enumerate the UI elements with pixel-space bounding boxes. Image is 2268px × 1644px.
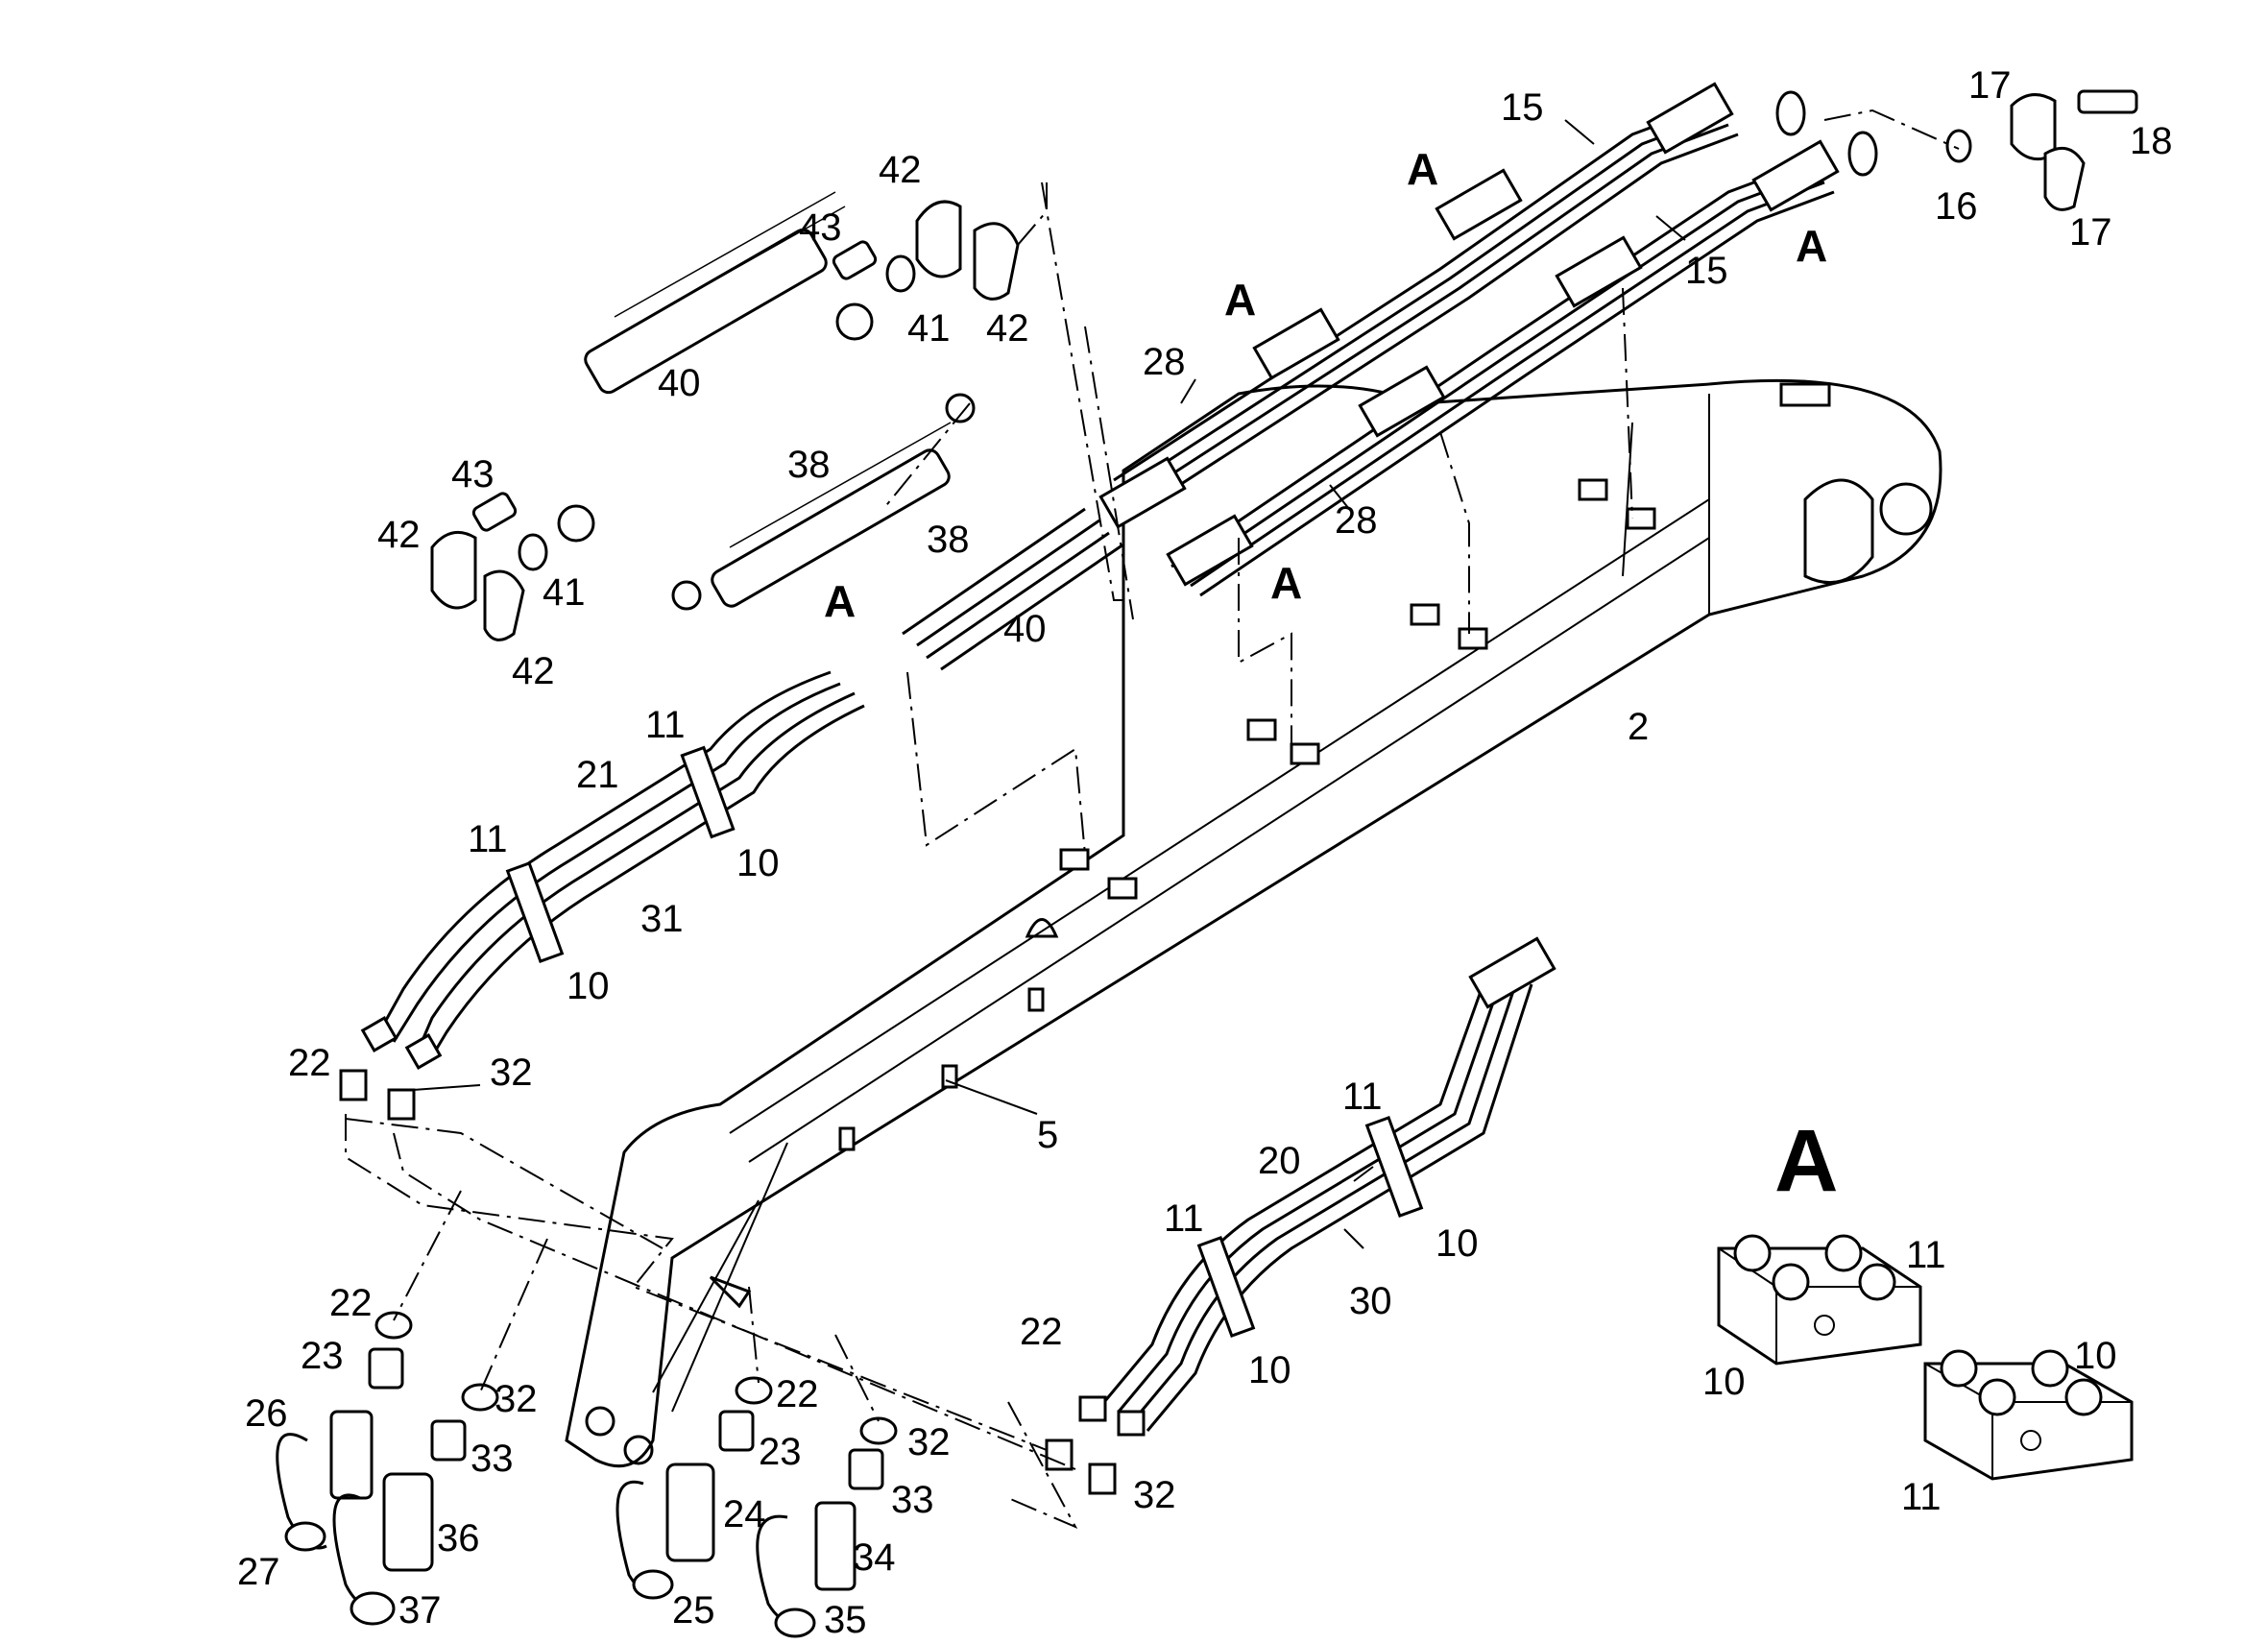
callout-41: 41 <box>543 571 586 614</box>
callout-42: 42 <box>879 149 922 191</box>
callout-17: 17 <box>1968 64 2012 107</box>
callout-41: 41 <box>907 307 951 350</box>
callout-32: 32 <box>907 1421 951 1463</box>
callout-37: 37 <box>398 1589 442 1632</box>
leader-lines <box>412 119 1686 1249</box>
callout-28: 28 <box>1143 341 1186 383</box>
callout-2: 2 <box>1628 706 1649 748</box>
view-marker-a: A <box>1407 144 1438 194</box>
view-markers: A A A A A A <box>824 144 1838 1210</box>
callout-28: 28 <box>1335 499 1378 542</box>
left-pipes <box>339 670 865 1121</box>
callout-42: 42 <box>377 514 421 556</box>
callout-10: 10 <box>1702 1361 1746 1403</box>
callout-24: 24 <box>723 1493 766 1535</box>
callout-15: 15 <box>1685 250 1728 292</box>
callout-10: 10 <box>1436 1222 1479 1265</box>
detail-a <box>1717 1234 2134 1481</box>
right-pipes <box>1045 936 1556 1495</box>
callout-43: 43 <box>799 206 842 249</box>
callout-32: 32 <box>495 1378 538 1420</box>
callout-32: 32 <box>490 1052 533 1094</box>
callout-22: 22 <box>1020 1311 1063 1353</box>
callout-30: 30 <box>1349 1280 1392 1322</box>
upper-pipes <box>1098 82 1878 597</box>
callout-22: 22 <box>288 1042 331 1084</box>
callout-10: 10 <box>2074 1335 2117 1377</box>
callout-11: 11 <box>468 818 508 860</box>
callout-33: 33 <box>470 1438 514 1480</box>
callout-40: 40 <box>658 362 701 404</box>
callout-43: 43 <box>451 453 495 496</box>
callout-21: 21 <box>576 754 619 796</box>
callout-11: 11 <box>1342 1076 1383 1118</box>
callout-42: 42 <box>512 650 555 692</box>
callout-33: 33 <box>891 1479 934 1521</box>
callout-40: 40 <box>1003 608 1047 650</box>
callout-27: 27 <box>237 1551 280 1593</box>
boom-arm <box>565 378 1942 1468</box>
callout-20: 20 <box>1258 1140 1301 1182</box>
callout-16: 16 <box>1935 185 1978 228</box>
callout-23: 23 <box>301 1335 344 1377</box>
callout-18: 18 <box>2130 120 2173 162</box>
callout-11: 11 <box>1901 1476 1942 1518</box>
callout-17: 17 <box>2069 211 2112 254</box>
view-marker-a: A <box>1270 558 1302 608</box>
assembly-lines <box>345 109 1960 1530</box>
callout-23: 23 <box>759 1431 802 1473</box>
callout-25: 25 <box>672 1589 715 1632</box>
view-marker-a: A <box>1224 275 1256 325</box>
callout-15: 15 <box>1501 86 1544 129</box>
callout-11: 11 <box>645 704 686 746</box>
callout-36: 36 <box>437 1517 480 1559</box>
callout-35: 35 <box>824 1599 867 1641</box>
view-marker-a: A <box>1796 221 1827 271</box>
flange-parts <box>430 89 2138 641</box>
callout-22: 22 <box>329 1282 373 1324</box>
callout-11: 11 <box>1164 1197 1204 1240</box>
callout-26: 26 <box>245 1392 288 1435</box>
callout-34: 34 <box>853 1536 896 1579</box>
callout-labels: 15 17 18 16 17 15 42 43 41 42 40 28 38 4… <box>237 64 2173 1641</box>
callout-5: 5 <box>1037 1114 1058 1156</box>
detail-a-title: A <box>1774 1112 1838 1210</box>
quick-couplings <box>276 1311 898 1638</box>
view-marker-a: A <box>824 576 856 626</box>
callout-22: 22 <box>776 1373 819 1415</box>
callout-32: 32 <box>1133 1474 1176 1516</box>
callout-10: 10 <box>567 965 610 1007</box>
callout-38: 38 <box>927 519 970 561</box>
hose-assemblies <box>557 191 1124 671</box>
callout-42: 42 <box>986 307 1029 350</box>
callout-11: 11 <box>1906 1234 1946 1276</box>
callout-38: 38 <box>787 444 831 486</box>
callout-10: 10 <box>1248 1349 1291 1391</box>
callout-10: 10 <box>736 842 780 884</box>
callout-31: 31 <box>640 898 684 940</box>
